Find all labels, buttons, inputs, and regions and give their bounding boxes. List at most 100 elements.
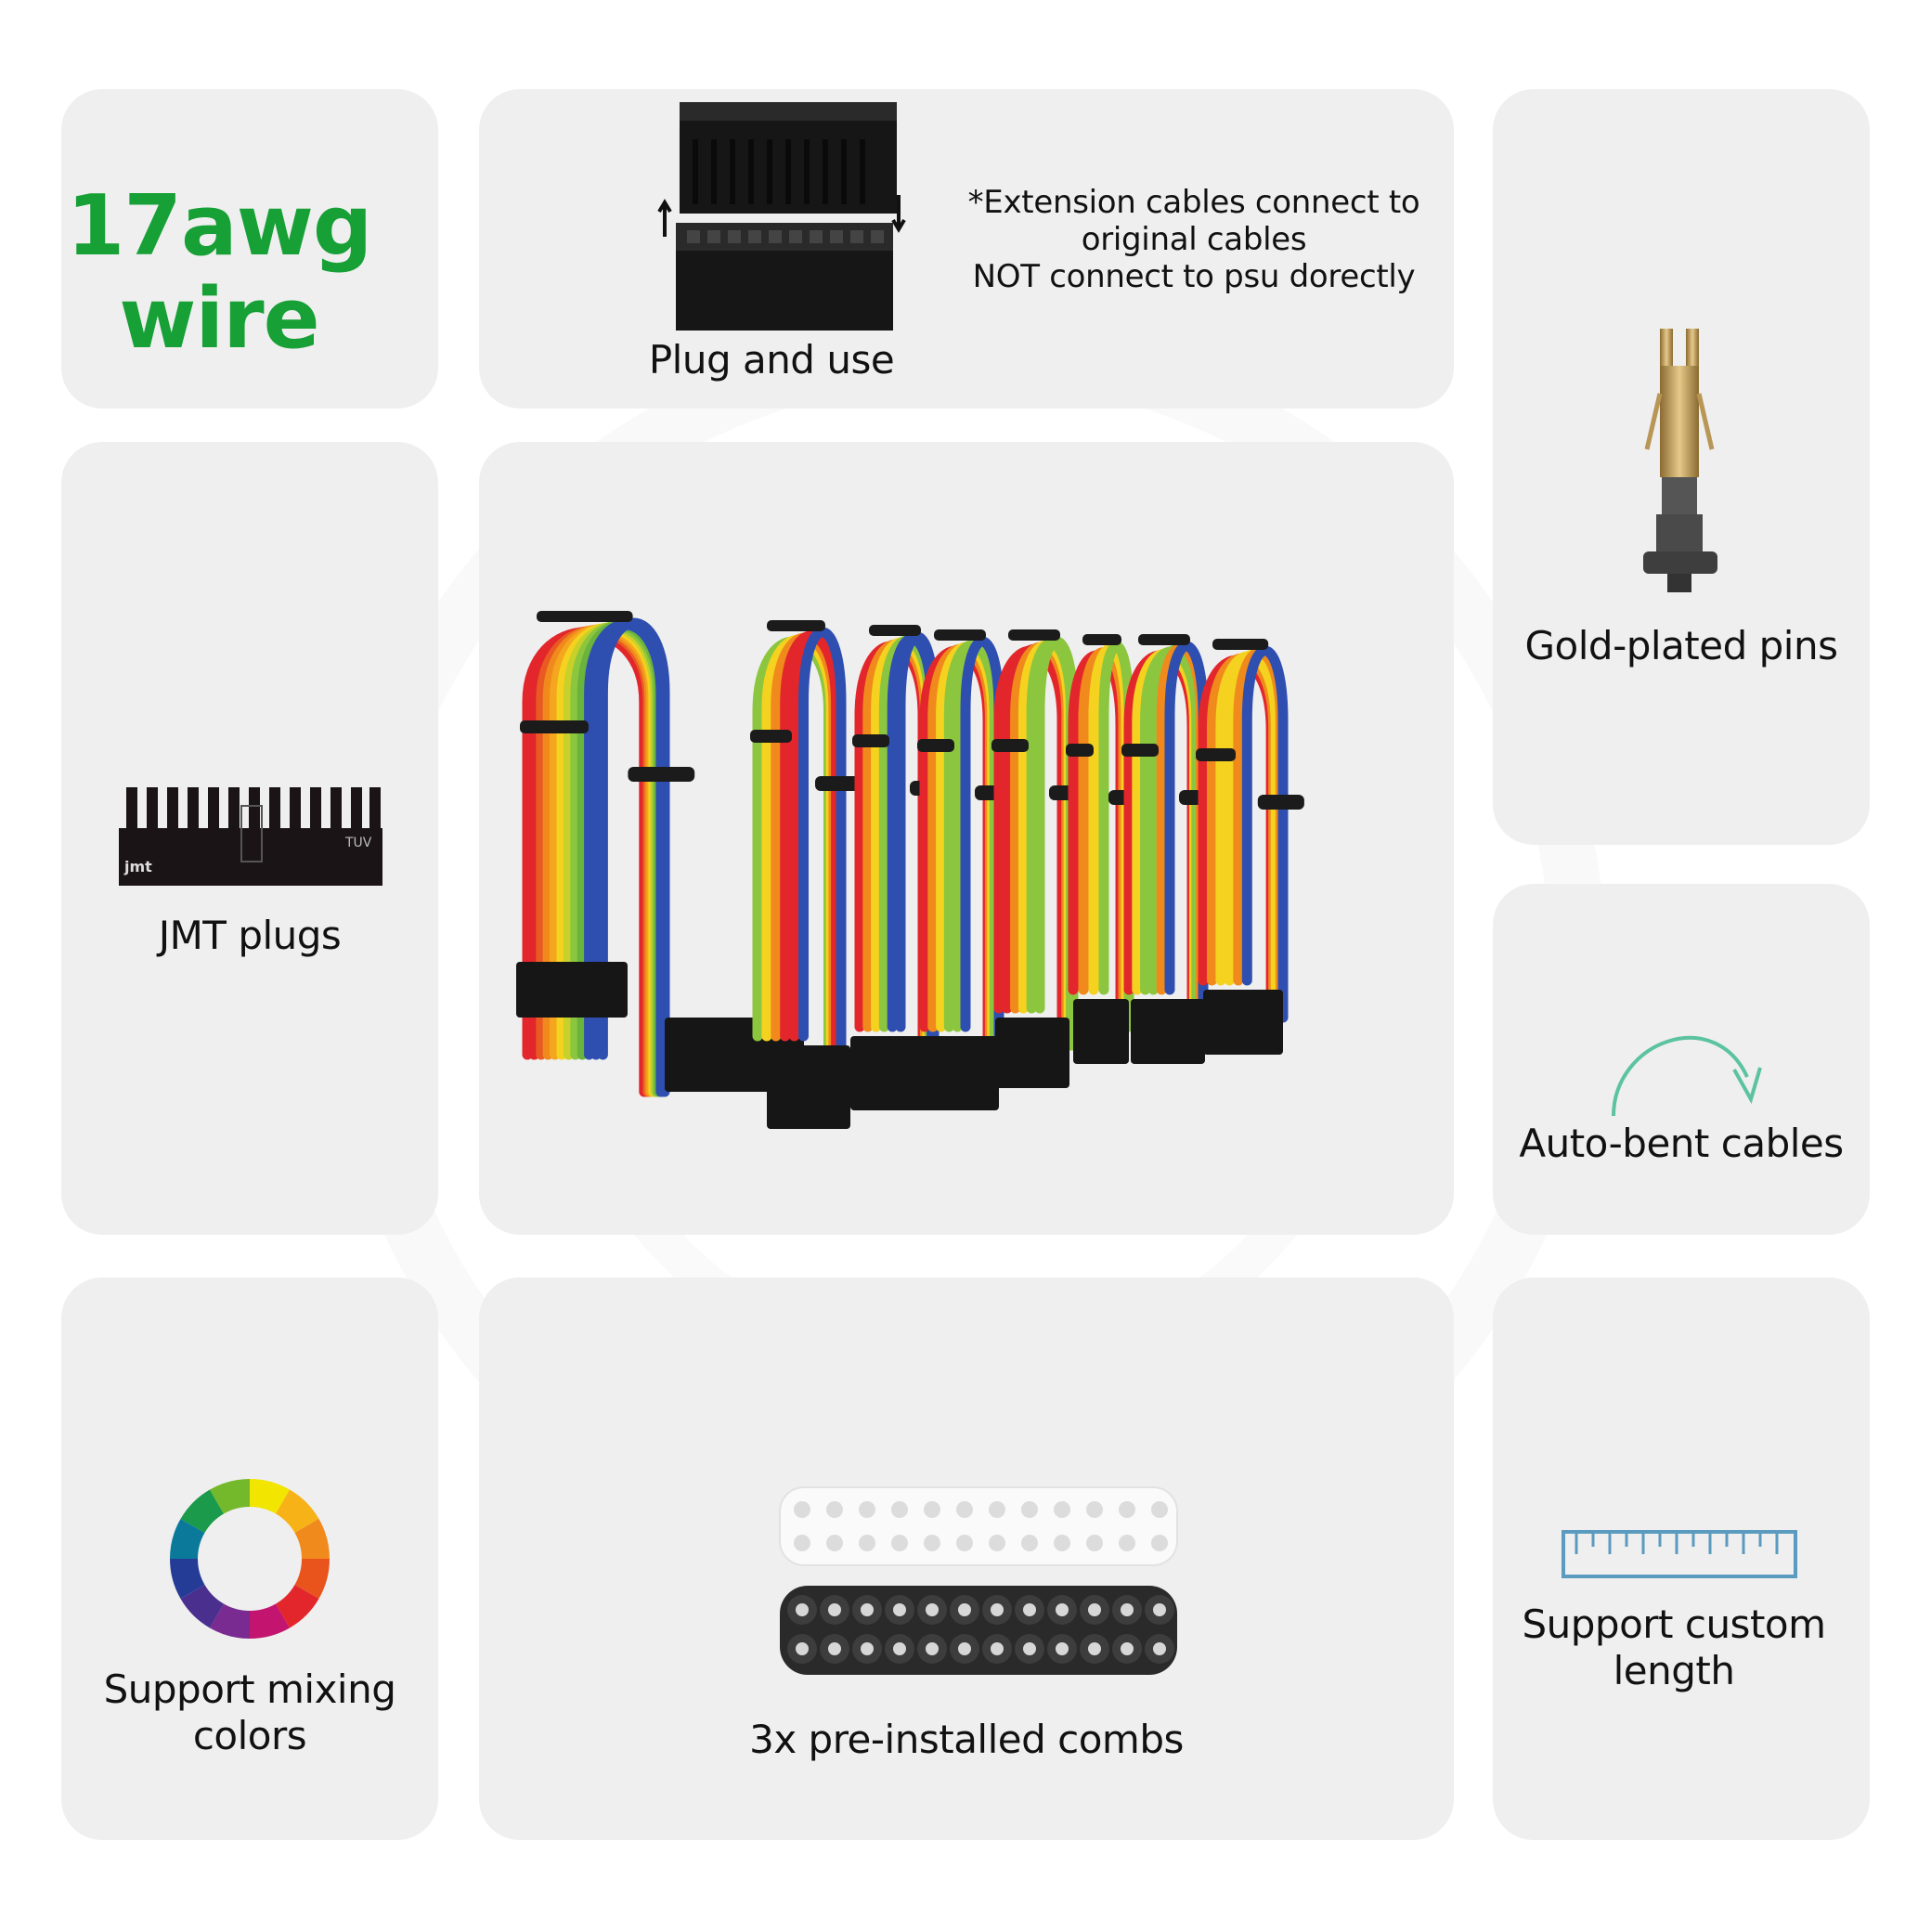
- comb-hole: [826, 1501, 843, 1518]
- cable-comb: [869, 625, 921, 636]
- comb-hole: [924, 1535, 940, 1551]
- cable-connector: [925, 1036, 999, 1110]
- comb-hole: [796, 1603, 809, 1616]
- cable-connector: [1073, 999, 1129, 1064]
- card-gold-plated-pins: Gold-plated pins: [1493, 89, 1870, 845]
- color-wheel-segment: [170, 1519, 205, 1559]
- comb-hole: [893, 1603, 906, 1616]
- card-mixing-colors: Support mixing colors: [61, 1277, 438, 1840]
- cable-comb: [520, 720, 589, 733]
- comb-hole: [891, 1535, 908, 1551]
- cable-wire: [597, 617, 670, 1097]
- color-wheel-segment: [276, 1489, 319, 1533]
- card-auto-bent-cables: Auto-bent cables: [1493, 884, 1870, 1235]
- cable-bundle: [516, 611, 804, 1097]
- cable-kit-illustration: [516, 611, 1304, 1129]
- cable-bundle: [1196, 639, 1304, 1055]
- custom-length-line1: Support custom: [1522, 1601, 1826, 1647]
- cable-wire: [1241, 645, 1289, 1023]
- comb-hole: [1021, 1501, 1038, 1518]
- comb-hole: [1023, 1603, 1036, 1616]
- card-17awg-wire: 17awg wire: [61, 89, 438, 408]
- mixing-colors-line2: colors: [192, 1713, 307, 1758]
- connector-pair-icon: [657, 102, 906, 331]
- comb-hole: [794, 1501, 810, 1518]
- extension-note-line2: original cables: [1081, 221, 1307, 258]
- jmt-plug-icon: [119, 787, 382, 886]
- cable-connector: [1131, 999, 1205, 1064]
- comb-hole: [796, 1642, 809, 1655]
- comb-hole: [859, 1535, 875, 1551]
- comb-hole: [1151, 1501, 1168, 1518]
- color-wheel-segment: [294, 1519, 330, 1559]
- comb-hole: [1153, 1642, 1166, 1655]
- cable-bundle: [991, 629, 1094, 1088]
- comb-hole: [1119, 1501, 1135, 1518]
- comb-hole: [859, 1501, 875, 1518]
- tuv-cert-text: TUV: [345, 836, 372, 850]
- cable-comb: [1212, 639, 1269, 650]
- gold-pin-icon: [1643, 329, 1717, 592]
- comb-hole: [1023, 1642, 1036, 1655]
- color-wheel-segment: [180, 1489, 224, 1533]
- card-custom-length: Support custom length: [1493, 1277, 1870, 1840]
- color-wheel-segment: [250, 1603, 290, 1639]
- comb-hole: [924, 1501, 940, 1518]
- cable-connector: [516, 962, 628, 1018]
- cable-bundle: [750, 620, 863, 1129]
- cable-comb: [1257, 795, 1304, 810]
- cable-comb: [1196, 748, 1236, 761]
- cable-comb: [917, 739, 954, 752]
- wire-gauge-title: 17awg: [66, 177, 373, 275]
- extension-note-line3: NOT connect to psu dorectly: [972, 258, 1416, 295]
- comb-hole: [1088, 1603, 1101, 1616]
- card-cable-kit-image: [479, 442, 1454, 1235]
- comb-hole: [989, 1535, 1005, 1551]
- cable-connector: [850, 1036, 934, 1110]
- color-wheel-segment: [210, 1603, 250, 1639]
- color-wheel-segment: [180, 1585, 224, 1628]
- comb-hole: [926, 1603, 939, 1616]
- comb-hole: [1054, 1535, 1070, 1551]
- cable-connector: [995, 1018, 1069, 1088]
- comb-hole: [891, 1501, 908, 1518]
- ruler-icon: [1562, 1530, 1797, 1578]
- comb-hole: [1153, 1603, 1166, 1616]
- comb-hole: [1086, 1535, 1103, 1551]
- color-wheel-segment: [250, 1479, 290, 1514]
- comb-hole: [1054, 1501, 1070, 1518]
- comb-hole: [958, 1603, 971, 1616]
- cable-connector: [767, 1045, 850, 1129]
- comb-hole: [991, 1603, 1004, 1616]
- comb-hole: [893, 1642, 906, 1655]
- comb-hole: [794, 1535, 810, 1551]
- jmt-plug-text: jmt: [124, 858, 152, 875]
- color-wheel-icon: [170, 1479, 330, 1639]
- mixing-colors-line1: Support mixing: [103, 1666, 396, 1712]
- comb-hole: [956, 1501, 973, 1518]
- wire-title: wire: [119, 270, 319, 368]
- cable-comb: [750, 730, 792, 743]
- auto-bent-cables-label: Auto-bent cables: [1519, 1121, 1844, 1166]
- comb-hole: [1086, 1501, 1103, 1518]
- comb-hole: [861, 1642, 874, 1655]
- card-plug-and-use: Plug and use *Extension cables connect t…: [479, 89, 1454, 408]
- cable-wire: [1088, 643, 1132, 1032]
- card-jmt-plugs: jmt TUV JMT plugs: [61, 442, 438, 1235]
- cable-combs-icon: [779, 1486, 1178, 1675]
- color-wheel-segment: [276, 1585, 319, 1628]
- card-pre-installed-combs: 3x pre-installed combs: [479, 1277, 1454, 1840]
- comb-hole: [1151, 1535, 1168, 1551]
- comb-hole: [826, 1535, 843, 1551]
- cable-comb: [991, 739, 1029, 752]
- color-wheel-segment: [170, 1559, 205, 1599]
- comb-hole: [1121, 1603, 1134, 1616]
- cable-comb: [934, 629, 986, 641]
- comb-hole: [989, 1501, 1005, 1518]
- comb-hole: [1056, 1603, 1069, 1616]
- cable-comb: [1138, 634, 1190, 645]
- comb-hole: [926, 1642, 939, 1655]
- color-wheel-segment: [210, 1479, 250, 1514]
- comb-hole: [1121, 1642, 1134, 1655]
- comb-hole: [1056, 1642, 1069, 1655]
